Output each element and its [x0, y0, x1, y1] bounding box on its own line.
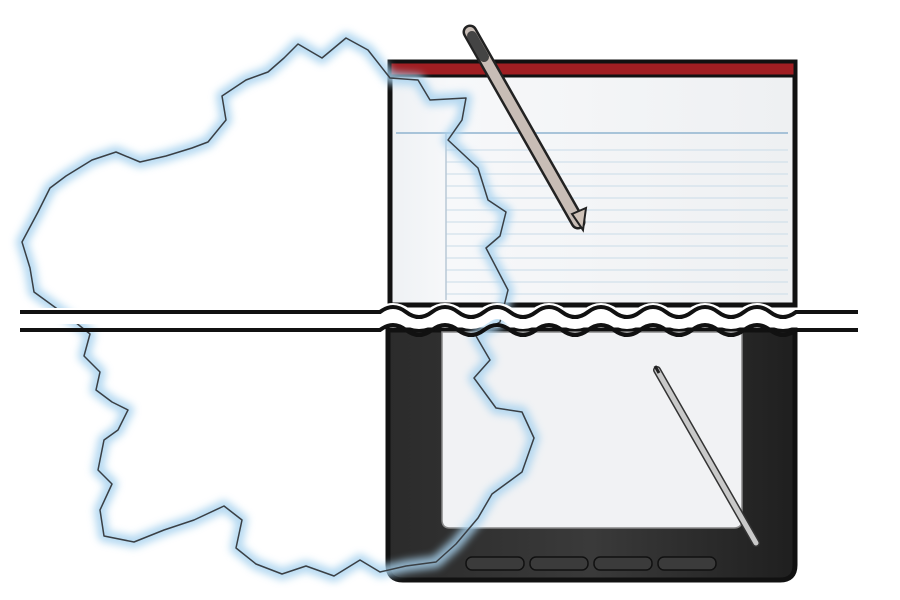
stylus-icon	[653, 365, 760, 547]
region-outline	[21, 37, 535, 577]
pencil-icon	[462, 24, 588, 233]
break-line-bottom	[20, 323, 858, 337]
region-map-outline	[16, 32, 540, 582]
tablet-buttons	[465, 556, 717, 571]
break-line-top	[20, 305, 858, 319]
wavy-break-line	[20, 303, 860, 337]
notebook-binding	[388, 60, 797, 78]
notebook-rules	[446, 149, 788, 295]
tablet-button-2[interactable]	[529, 556, 589, 571]
tablet-button-1[interactable]	[465, 556, 525, 571]
tablet-button-3[interactable]	[593, 556, 653, 571]
tablet-button-4[interactable]	[657, 556, 717, 571]
